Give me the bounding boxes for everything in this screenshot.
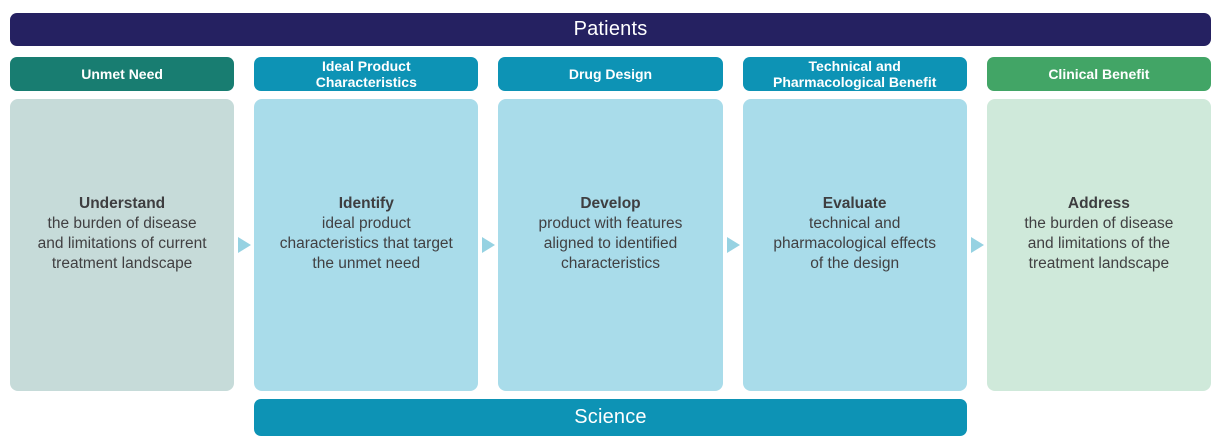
header-technical-pharmacological-benefit: Technical and Pharmacological Benefit [742,57,967,91]
science-banner: Science [254,399,967,436]
box-understand: Understand the burden of disease and lim… [10,99,252,391]
arrow-right-icon [238,237,252,253]
box-identify: Identify ideal product characteristics t… [254,99,496,391]
action-label: Identify [338,195,394,213]
arrow-right-icon [970,237,984,253]
header-drug-design: Drug Design [498,57,723,91]
header-clinical-benefit: Clinical Benefit [986,57,1211,91]
description-text: product with features aligned to identif… [538,215,683,272]
patients-banner: Patients [10,13,1211,46]
box-develop-text: Develop product with features aligned to… [531,194,691,273]
box-identify-text: Identify ideal product characteristics t… [272,194,461,273]
description-text: the burden of disease and limitations of… [1024,215,1174,272]
action-label: Address [1067,195,1130,213]
description-text: ideal product characteristics that targe… [279,215,453,272]
arrow-right-icon [726,237,740,253]
action-label: Understand [79,195,166,213]
box-develop: Develop product with features aligned to… [498,99,740,391]
box-evaluate: Evaluate technical and pharmacological e… [742,99,984,391]
box-address-text: Address the burden of disease and limita… [1016,194,1181,273]
box-address: Address the burden of disease and limita… [986,99,1211,391]
description-text: the burden of disease and limitations of… [37,215,207,272]
header-ideal-product-characteristics: Ideal Product Characteristics [254,57,479,91]
action-label: Develop [580,195,641,213]
arrow-right-icon [482,237,496,253]
action-label: Evaluate [822,195,887,213]
header-unmet-need: Unmet Need [10,57,235,91]
box-evaluate-text: Evaluate technical and pharmacological e… [765,194,944,273]
description-text: technical and pharmacological effects of… [773,215,936,272]
box-understand-text: Understand the burden of disease and lim… [30,194,215,273]
flow-grid: Unmet Need Ideal Product Characteristics… [10,57,1211,436]
